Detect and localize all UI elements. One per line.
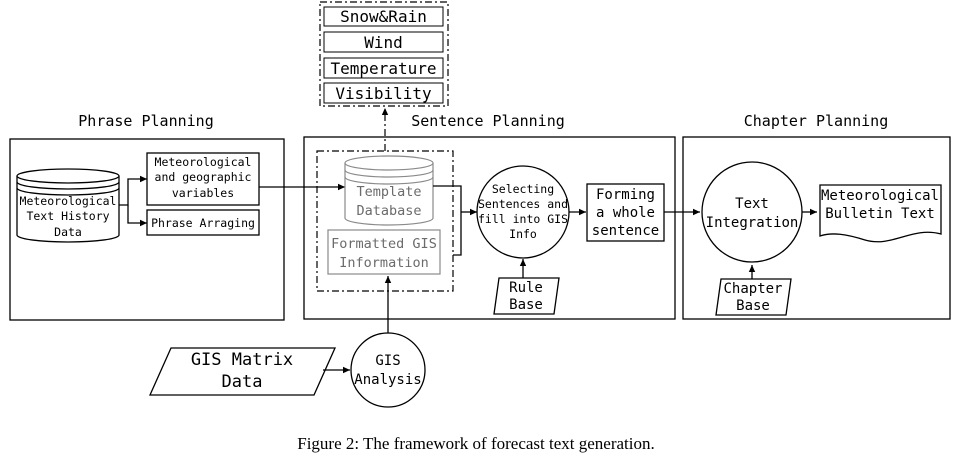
merge-bracket — [433, 185, 462, 256]
template-db-line-1: Template — [356, 184, 421, 200]
variables-line-2: and geographic — [155, 170, 252, 184]
weather-type-snow-rain: Snow&Rain — [323, 6, 444, 27]
figure-caption: Figure 2: The framework of forecast text… — [297, 434, 655, 453]
weather-type-visibility-label: Visibility — [335, 84, 432, 103]
rule-base-line-1: Rule — [509, 280, 543, 296]
gis-matrix-line-1: GIS Matrix — [191, 350, 293, 370]
chapter-base-line-1: Chapter — [723, 281, 782, 297]
forming-line-1: Forming — [596, 187, 655, 203]
forming-line-3: sentence — [592, 223, 659, 239]
template-db-line-2: Database — [356, 203, 421, 219]
formatted-gis-line-1: Formatted GIS — [331, 236, 437, 252]
history-data-cylinder: Meteorological Text History Data — [16, 168, 120, 243]
bulletin-line-1: Meteorological — [821, 188, 939, 204]
gis-matrix-line-2: Data — [222, 372, 263, 392]
selecting-line-3: fill into GIS — [478, 212, 568, 226]
weather-type-temperature: Temperature — [323, 57, 444, 79]
integration-line-2: Integration — [706, 215, 799, 231]
chapter-planning-title: Chapter Planning — [744, 112, 889, 130]
arrow-history-to-variables — [119, 175, 147, 206]
gis-analysis-line-1: GIS — [375, 353, 400, 369]
bulletin-document: Meteorological Bulletin Text — [819, 184, 942, 243]
chapter-base-line-2: Base — [736, 298, 770, 314]
history-data-line-2: Text History — [26, 209, 109, 223]
weather-type-snow-rain-label: Snow&Rain — [340, 7, 427, 26]
phrase-arranging-label: Phrase Arraging — [151, 216, 255, 230]
template-database-cylinder: Template Database — [344, 155, 434, 226]
selecting-line-4: Info — [509, 227, 537, 241]
formatted-gis-box: Formatted GIS Information — [327, 229, 441, 275]
phrase-planning-title: Phrase Planning — [78, 112, 213, 130]
bulletin-line-2: Bulletin Text — [825, 206, 935, 222]
formatted-gis-line-2: Information — [339, 255, 428, 271]
sentence-planning-title: Sentence Planning — [411, 112, 565, 130]
integration-line-1: Text — [735, 196, 769, 212]
variables-box: Meteorological and geographic variables — [146, 152, 260, 206]
rule-base-parallelogram: Rule Base — [493, 277, 560, 315]
variables-line-3: variables — [172, 186, 234, 200]
weather-type-wind-label: Wind — [364, 33, 403, 52]
templates-dashed-group — [316, 150, 454, 292]
rule-base-line-2: Base — [509, 297, 543, 313]
weather-types-group — [319, 1, 449, 107]
gis-analysis-circle: GIS Analysis — [350, 332, 426, 408]
selecting-line-2: Sentences and — [478, 197, 568, 211]
selecting-line-1: Selecting — [492, 182, 554, 196]
phrase-planning-panel — [9, 138, 285, 321]
sentence-planning-panel — [303, 136, 676, 320]
selecting-sentences-circle: Selecting Sentences and fill into GIS In… — [476, 165, 570, 259]
gis-matrix-parallelogram: GIS Matrix Data — [148, 347, 337, 396]
weather-type-wind: Wind — [323, 31, 444, 53]
weather-type-temperature-label: Temperature — [331, 59, 437, 78]
history-data-line-1: Meteorological — [20, 194, 117, 208]
text-integration-circle: Text Integration — [701, 161, 803, 263]
weather-type-visibility: Visibility — [323, 82, 444, 104]
gis-analysis-line-2: Analysis — [354, 372, 421, 388]
phrase-arranging-box: Phrase Arraging — [146, 209, 260, 236]
forming-line-2: a whole — [596, 205, 655, 221]
forming-sentence-box: Forming a whole sentence — [586, 183, 665, 242]
chapter-planning-panel — [682, 136, 951, 320]
arrow-history-to-arranging — [127, 205, 147, 227]
history-data-line-3: Data — [54, 225, 82, 239]
chapter-base-parallelogram: Chapter Base — [715, 278, 792, 316]
variables-line-1: Meteorological — [155, 155, 252, 169]
